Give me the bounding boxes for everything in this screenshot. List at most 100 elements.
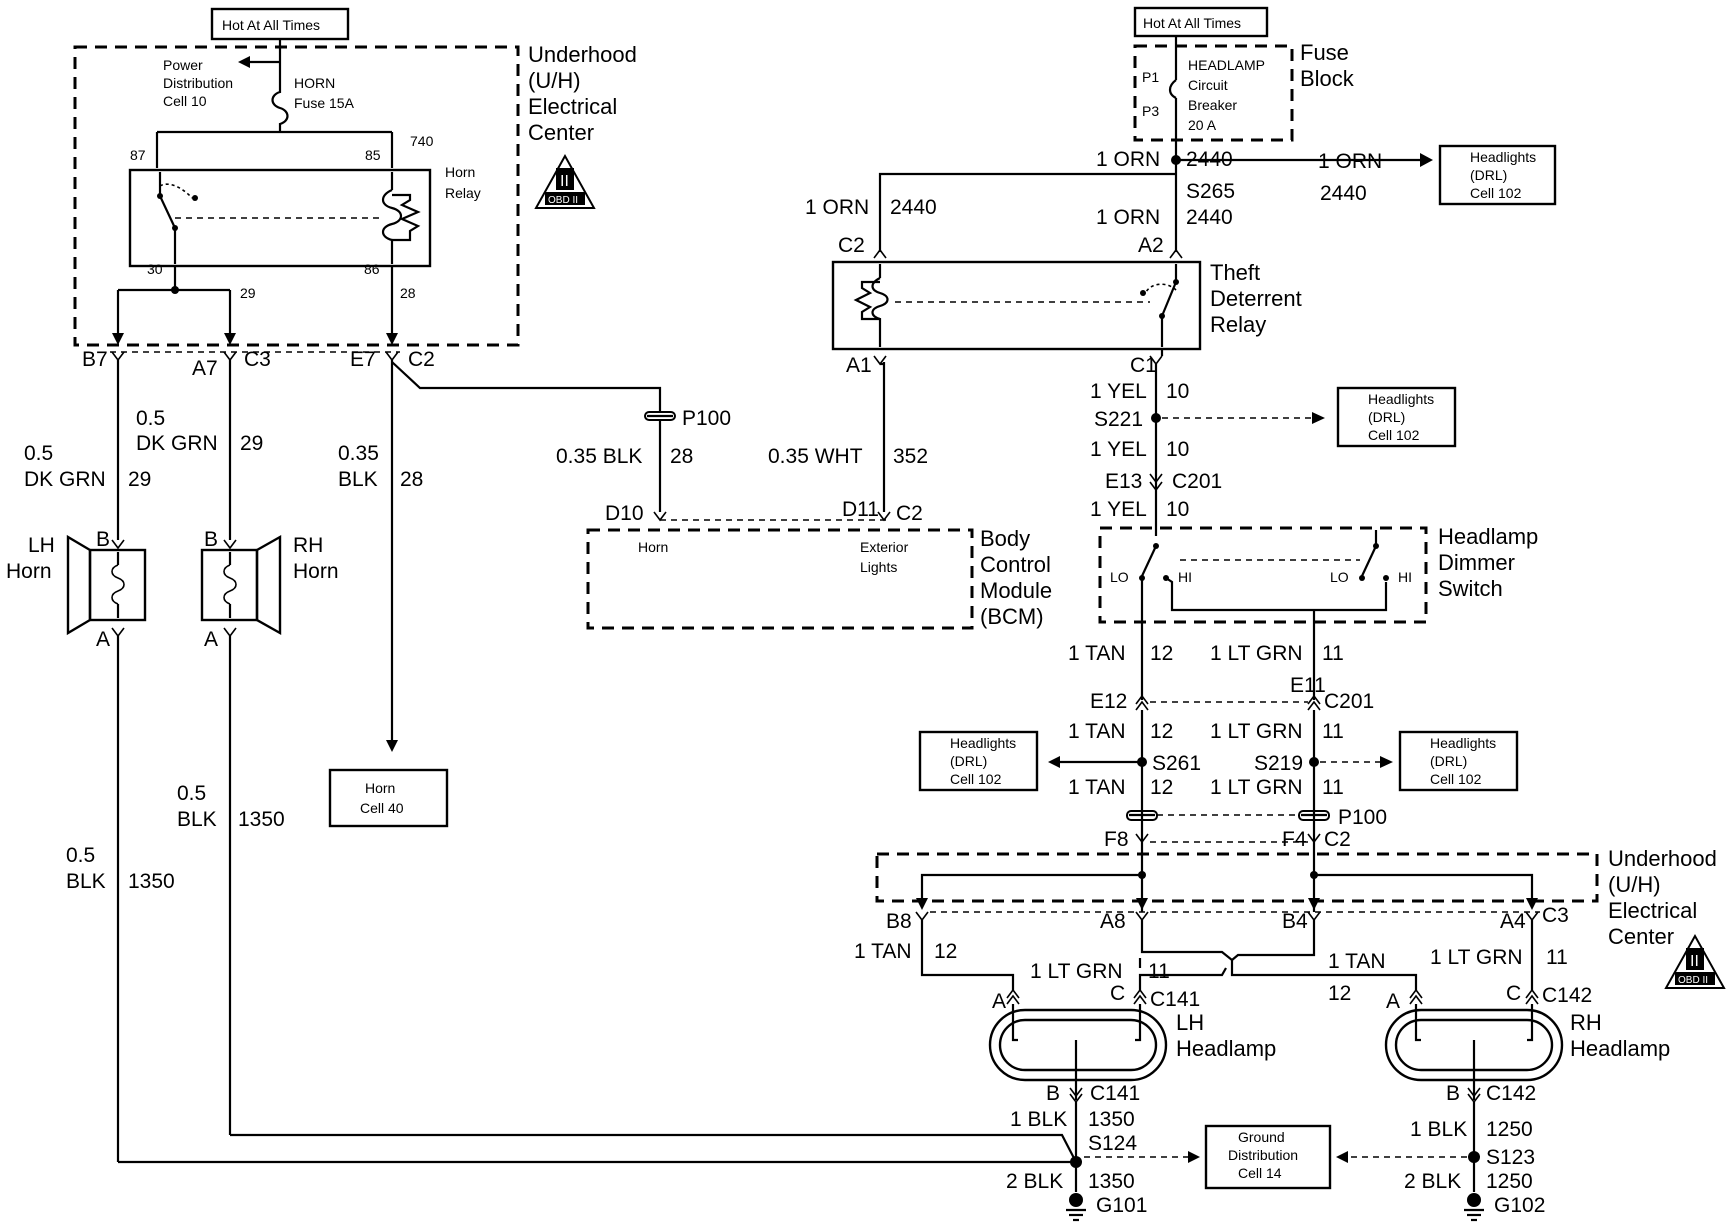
svg-text:29: 29 [240, 285, 256, 301]
svg-text:C201: C201 [1172, 470, 1222, 493]
svg-text:1 TAN: 1 TAN [1328, 950, 1386, 973]
svg-text:OBD II: OBD II [548, 195, 578, 206]
obd-ii-icon-2: II OBD II [1664, 933, 1726, 989]
svg-text:C3: C3 [244, 348, 271, 371]
svg-text:D11: D11 [842, 498, 879, 521]
headlights-drl-box-4 [1398, 730, 1519, 792]
headlights-drl-box-2 [1336, 386, 1457, 448]
rh-headlamp: A C C142 RH Headlamp B C142 [1384, 982, 1670, 1105]
svg-text:2440: 2440 [1186, 148, 1233, 171]
underhood-label-4: Center [528, 120, 594, 145]
svg-text:A: A [204, 628, 218, 651]
svg-text:P100: P100 [1338, 806, 1387, 829]
svg-text:0.35 BLK: 0.35 BLK [556, 445, 642, 468]
svg-text:Circuit: Circuit [1188, 77, 1228, 93]
svg-text:2440: 2440 [890, 196, 937, 219]
svg-text:C201: C201 [1324, 690, 1374, 713]
svg-text:12: 12 [1150, 642, 1173, 665]
svg-text:Module: Module [980, 578, 1052, 603]
svg-text:Distribution: Distribution [1228, 1147, 1298, 1163]
svg-text:OBD II: OBD II [1678, 975, 1708, 986]
svg-text:1350: 1350 [1088, 1170, 1135, 1193]
underhood-electrical-center-box-2 [875, 852, 1599, 903]
svg-text:Headlights: Headlights [1368, 391, 1434, 407]
lh-horn: LH Horn B A [6, 528, 147, 651]
theft-deterrent-relay-box [831, 260, 1202, 351]
svg-text:LH: LH [1176, 1010, 1204, 1035]
svg-text:P1: P1 [1142, 69, 1159, 85]
svg-text:Ground: Ground [1238, 1129, 1285, 1145]
svg-text:S261: S261 [1152, 752, 1201, 775]
svg-text:Horn: Horn [365, 780, 395, 796]
svg-text:P3: P3 [1142, 103, 1159, 119]
svg-text:RH: RH [293, 534, 323, 557]
svg-text:Relay: Relay [1210, 312, 1266, 337]
svg-text:BLK: BLK [66, 870, 106, 893]
svg-text:C1: C1 [1130, 354, 1157, 377]
svg-text:C2: C2 [408, 348, 435, 371]
svg-text:Theft: Theft [1210, 260, 1260, 285]
svg-text:1 YEL: 1 YEL [1090, 498, 1147, 521]
svg-text:S265: S265 [1186, 180, 1235, 203]
svg-text:A8: A8 [1100, 910, 1126, 933]
svg-text:Headlamp: Headlamp [1438, 524, 1538, 549]
horn-fuse-label-1: HORN [294, 75, 335, 91]
svg-text:C2: C2 [1324, 828, 1351, 851]
svg-text:DK GRN: DK GRN [24, 468, 106, 491]
svg-text:Block: Block [1300, 66, 1355, 91]
svg-text:10: 10 [1166, 438, 1189, 461]
svg-text:1250: 1250 [1486, 1170, 1533, 1193]
svg-text:S124: S124 [1088, 1132, 1137, 1155]
svg-text:Switch: Switch [1438, 576, 1503, 601]
svg-text:HEADLAMP: HEADLAMP [1188, 57, 1265, 73]
svg-text:(BCM): (BCM) [980, 604, 1044, 629]
underhood-label-1: Underhood [528, 42, 637, 67]
svg-text:2440: 2440 [1320, 182, 1367, 205]
ground-g101-icon [1066, 1193, 1086, 1222]
svg-text:C141: C141 [1090, 1082, 1140, 1105]
headlights-drl-box-3 [918, 730, 1039, 792]
svg-text:Body: Body [980, 526, 1030, 551]
svg-text:0.5: 0.5 [136, 407, 165, 430]
svg-text:1350: 1350 [128, 870, 175, 893]
svg-text:C142: C142 [1486, 1082, 1536, 1105]
underhood-electrical-center-box [73, 45, 520, 347]
svg-text:BLK: BLK [177, 808, 217, 831]
svg-text:0.5: 0.5 [24, 442, 53, 465]
svg-text:F8: F8 [1104, 828, 1129, 851]
svg-text:28: 28 [400, 285, 416, 301]
svg-text:12: 12 [1150, 776, 1173, 799]
svg-text:DK GRN: DK GRN [136, 432, 218, 455]
svg-text:C142: C142 [1542, 984, 1592, 1007]
svg-text:1 TAN: 1 TAN [854, 940, 912, 963]
svg-text:12: 12 [934, 940, 957, 963]
headlamp-dimmer-switch-box [1098, 526, 1428, 624]
svg-text:RH: RH [1570, 1010, 1602, 1035]
horn-fuse-symbol [271, 62, 289, 132]
svg-text:E12: E12 [1090, 690, 1127, 713]
svg-text:Lights: Lights [860, 559, 897, 575]
underhood-label-3: Electrical [528, 94, 617, 119]
svg-text:II: II [560, 173, 569, 190]
power-distribution-label-3: Cell 10 [163, 93, 207, 109]
svg-text:B: B [1046, 1082, 1060, 1105]
svg-text:Exterior: Exterior [860, 539, 909, 555]
obd-ii-icon: II OBD II [534, 153, 596, 209]
horn-fuse-label-2: Fuse 15A [294, 95, 355, 111]
svg-text:0.35 WHT: 0.35 WHT [768, 445, 863, 468]
svg-text:Electrical: Electrical [1608, 898, 1697, 923]
svg-text:11: 11 [1322, 776, 1344, 799]
svg-text:1 TAN: 1 TAN [1068, 776, 1126, 799]
svg-text:B7: B7 [82, 348, 108, 371]
svg-text:Horn: Horn [638, 539, 668, 555]
svg-text:II: II [1690, 953, 1699, 970]
svg-text:Horn: Horn [293, 560, 339, 583]
svg-text:B8: B8 [886, 910, 912, 933]
svg-text:D10: D10 [605, 502, 644, 525]
svg-text:86: 86 [364, 261, 380, 277]
underhood-label-2: (U/H) [528, 68, 581, 93]
headlamp-circuit: Hot At All Times Fuse Block P1 P3 HEADLA… [118, 6, 1726, 1222]
svg-text:S123: S123 [1486, 1146, 1535, 1169]
svg-text:A4: A4 [1500, 910, 1526, 933]
svg-text:C: C [1110, 982, 1125, 1005]
